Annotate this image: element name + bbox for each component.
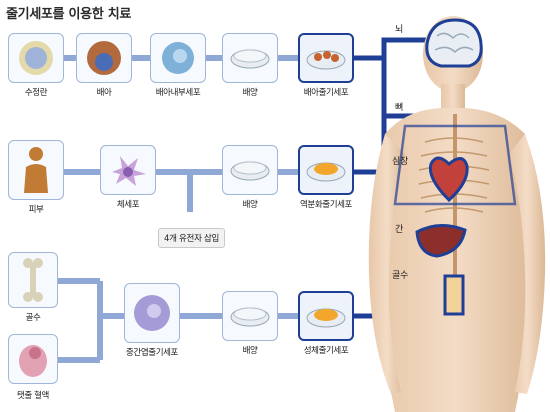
embryo-icon — [87, 41, 121, 75]
embryonic-stem-cell-box — [298, 33, 354, 83]
bone-icon — [23, 258, 43, 302]
inner-cell-box — [150, 33, 206, 83]
culture-dish-box-1 — [222, 33, 278, 83]
row3-label-0: 중간엽줄기세포 — [126, 348, 178, 358]
organ-label-bone-marrow: 골수 — [392, 271, 408, 281]
person-silhouette-icon — [24, 147, 48, 193]
row3-source-0: 골수 — [25, 313, 41, 323]
bone-marrow-box — [8, 252, 58, 308]
petri-dish-with-cells-icon — [306, 308, 346, 328]
petri-dish-with-cells-icon — [306, 50, 346, 70]
organ-label-heart: 심장 — [392, 157, 408, 167]
zygote-box — [8, 33, 64, 83]
mesenchymal-cell-box — [124, 283, 180, 343]
petri-dish-icon — [230, 49, 270, 69]
culture-dish-box-2 — [222, 145, 278, 195]
row3-source-1: 탯줄 혈액 — [17, 391, 49, 401]
embryo-box — [76, 33, 132, 83]
mesenchymal-cell-icon — [134, 295, 170, 331]
row2-label-1: 체세포 — [116, 200, 140, 210]
row1-label-3: 배양 — [242, 88, 258, 98]
gene-insertion-note: 4개 유전자 삽입 — [158, 228, 226, 248]
page-title: 줄기세포를 이용한 치료 — [6, 7, 132, 22]
organ-label-liver: 간 — [395, 225, 403, 235]
zygote-icon — [19, 41, 53, 75]
petri-dish-icon — [230, 161, 270, 181]
organ-label-brain: 뇌 — [395, 25, 403, 35]
fetus-icon — [19, 345, 47, 377]
row1-label-2: 배아내부세포 — [155, 88, 201, 98]
row2-label-2: 배양 — [242, 200, 258, 210]
ips-cell-box — [298, 145, 354, 195]
row1-label-0: 수정란 — [24, 88, 48, 98]
adult-stem-cell-box — [298, 291, 354, 341]
inner-cell-icon — [162, 42, 194, 74]
row3-label-2: 성체줄기세포 — [303, 346, 349, 356]
somatic-cell-icon — [112, 156, 146, 186]
human-body-illustration — [368, 16, 546, 412]
organ-label-bone: 뼈 — [395, 103, 403, 113]
row3-label-1: 배양 — [242, 346, 258, 356]
row2-label-3: 역분화줄기세포 — [300, 200, 352, 210]
row2-label-0: 피부 — [28, 205, 44, 215]
petri-dish-with-cells-icon — [306, 162, 346, 182]
somatic-cell-box — [100, 145, 156, 195]
culture-dish-box-3 — [222, 291, 278, 341]
cord-blood-box — [8, 334, 58, 384]
petri-dish-icon — [230, 307, 270, 327]
skin-box — [8, 140, 64, 200]
row1-label-1: 배아 — [96, 88, 112, 98]
row1-label-4: 배아줄기세포 — [303, 88, 349, 98]
